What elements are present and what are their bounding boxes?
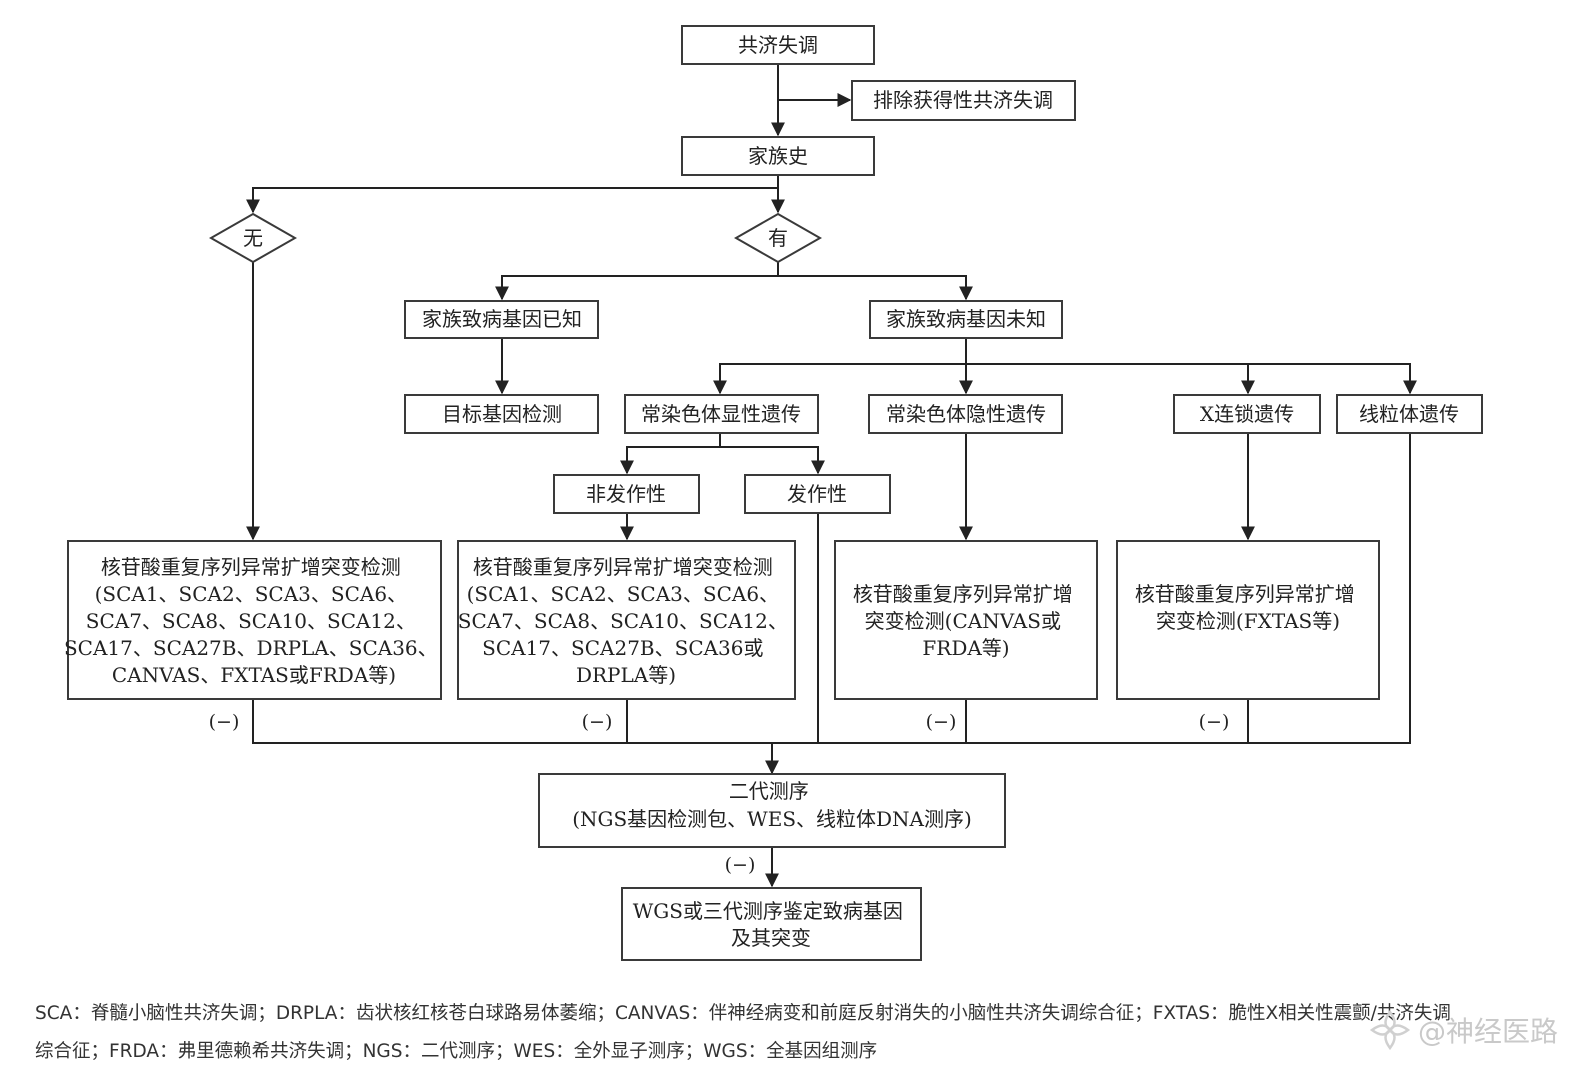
- node-ngs: 二代测序 (NGS基因检测包、WES、线粒体DNA测序): [538, 773, 1006, 848]
- node-family-history: 家族史: [681, 136, 875, 176]
- node-ataxia: 共济失调: [681, 25, 875, 65]
- node-repeat-test-3-label: 核苷酸重复序列异常扩增 突变检测(CANVAS或 FRDA等): [853, 582, 1079, 660]
- edge-familyhistory-split: [246, 175, 779, 214]
- edge-yes-gene-unknown: [778, 275, 973, 301]
- edge-unknown-xlinked: [966, 363, 1255, 395]
- watermark-text: @神经医路: [1417, 1015, 1558, 1048]
- decision-no: 无: [208, 212, 298, 264]
- node-autosomal-dominant-label: 常染色体显性遗传: [641, 402, 801, 426]
- node-autosomal-recessive-label: 常染色体隐性遗传: [886, 402, 1046, 426]
- decision-yes: 有: [733, 212, 823, 264]
- node-repeat-test-1: 核苷酸重复序列异常扩增突变检测 (SCA1、SCA2、SCA3、SCA6、 SC…: [64, 540, 444, 700]
- node-mitochondrial: 线粒体遗传: [1336, 394, 1483, 434]
- edge-ad-episodic: [720, 446, 825, 475]
- node-gene-unknown-label: 家族致病基因未知: [886, 307, 1046, 331]
- negative-label-4: (−): [1199, 711, 1230, 733]
- node-target-gene-test-label: 目标基因检测: [442, 402, 562, 426]
- node-non-episodic-label: 非发作性: [586, 482, 666, 506]
- node-exclude-acquired: 排除获得性共济失调: [851, 80, 1076, 121]
- node-repeat-test-2: 核苷酸重复序列异常扩增突变检测 (SCA1、SCA2、SCA3、SCA6、 SC…: [457, 540, 796, 700]
- node-episodic-label: 发作性: [787, 482, 847, 506]
- negative-label-2: (−): [582, 711, 613, 733]
- flowchart: 共济失调 排除获得性共济失调 家族史 无 有 家族致病基因已知 家族致病基因未知…: [64, 25, 1483, 961]
- node-autosomal-recessive: 常染色体隐性遗传: [868, 394, 1063, 434]
- edge-yes-split: [495, 262, 779, 301]
- watermark: @神经医路: [1368, 1008, 1558, 1052]
- footnote-line-2: 综合征；FRDA：弗里德赖希共济失调；NGS：二代测序；WES：全外显子测序；W…: [35, 1041, 878, 1062]
- footnote: SCA：脊髓小脑性共济失调；DRPLA：齿状核红核苍白球路易体萎缩；CANVAS…: [35, 995, 1555, 1071]
- node-wgs: WGS或三代测序鉴定致病基因 及其突变: [621, 887, 922, 961]
- negative-label-3: (−): [926, 711, 957, 733]
- node-target-gene-test: 目标基因检测: [404, 394, 599, 434]
- node-ngs-label: 二代测序 (NGS基因检测包、WES、线粒体DNA测序): [572, 779, 972, 831]
- edge-unknown-split: [713, 338, 967, 395]
- node-ataxia-label: 共济失调: [738, 33, 818, 57]
- negative-labels: (−) (−) (−) (−) (−): [209, 711, 1230, 876]
- negative-label-1: (−): [209, 711, 240, 733]
- node-repeat-test-1-label: 核苷酸重复序列异常扩增突变检测 (SCA1、SCA2、SCA3、SCA6、 SC…: [64, 555, 444, 687]
- node-episodic: 发作性: [744, 474, 891, 514]
- node-repeat-test-3: 核苷酸重复序列异常扩增 突变检测(CANVAS或 FRDA等): [834, 540, 1098, 700]
- node-wgs-label: WGS或三代测序鉴定致病基因 及其突变: [633, 899, 910, 950]
- node-repeat-test-2-label: 核苷酸重复序列异常扩增突变检测 (SCA1、SCA2、SCA3、SCA6、 SC…: [458, 555, 795, 687]
- negative-label-ngs: (−): [725, 854, 756, 876]
- edge-collect-bus: [252, 433, 1411, 744]
- node-x-linked: X连锁遗传: [1173, 394, 1321, 434]
- node-autosomal-dominant: 常染色体显性遗传: [624, 394, 819, 434]
- node-x-linked-label: X连锁遗传: [1200, 402, 1294, 426]
- node-repeat-test-4: 核苷酸重复序列异常扩增 突变检测(FXTAS等): [1116, 540, 1380, 700]
- node-mitochondrial-label: 线粒体遗传: [1359, 402, 1459, 426]
- node-family-history-label: 家族史: [748, 144, 808, 168]
- footnote-line-1: SCA：脊髓小脑性共济失调；DRPLA：齿状核红核苍白球路易体萎缩；CANVAS…: [35, 1003, 1451, 1024]
- edge-ad-split: [620, 433, 721, 475]
- node-non-episodic: 非发作性: [553, 474, 700, 514]
- decision-no-label: 无: [243, 226, 263, 250]
- node-exclude-acquired-label: 排除获得性共济失调: [873, 88, 1053, 112]
- watermark-logo-icon: [1369, 1009, 1411, 1051]
- decision-yes-label: 有: [768, 226, 788, 250]
- node-repeat-test-4-label: 核苷酸重复序列异常扩增 突变检测(FXTAS等): [1135, 582, 1361, 633]
- edge-unknown-mito: [1248, 363, 1417, 395]
- connectors: [246, 64, 1417, 888]
- node-gene-unknown: 家族致病基因未知: [869, 300, 1063, 339]
- node-gene-known-label: 家族致病基因已知: [422, 307, 582, 331]
- node-gene-known: 家族致病基因已知: [404, 300, 599, 339]
